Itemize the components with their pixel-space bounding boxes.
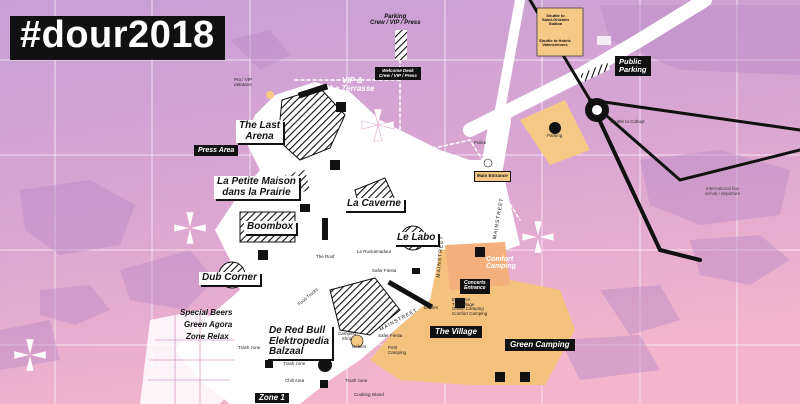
euro-icon [483, 158, 493, 168]
label-trash-zone: Trash zone [238, 345, 261, 350]
public-parking-strip [579, 62, 611, 82]
pro-vip-entrance: Pro / VIP entrance [234, 77, 253, 87]
label-cooking-island: Cooking Island [354, 392, 384, 397]
zone-welcome-desk[interactable]: Welcome Desk Crew / VIP / Press [375, 67, 421, 81]
zone-vip-terrasse[interactable]: VIP & La Terrasse [330, 76, 375, 94]
zone-press-area[interactable]: Press Area [194, 145, 239, 157]
label-lockers-2: lockers [352, 344, 367, 349]
concerts-entrance[interactable]: Concerts Entrance [460, 279, 490, 294]
shuttle-station[interactable]: Shuttle to Saint-Ghislain Station [542, 13, 569, 27]
shuttle-hotels[interactable]: Shuttle to Hotels Valenciennes [539, 38, 571, 48]
stage-boombox[interactable]: Boombox [244, 221, 297, 234]
police-label: Police [474, 140, 487, 145]
parking-label: Parking [547, 133, 563, 138]
label-chill-area: Chill Area [285, 378, 305, 383]
label-the-roof: The Roof [316, 254, 335, 259]
pro-vip-marker [266, 91, 274, 99]
zone-comfort-camping[interactable]: Comfort Camping [486, 256, 516, 271]
side-label-zone-relax: Zone Relax [186, 332, 229, 341]
zone-the-village[interactable]: The Village [430, 326, 482, 339]
stage-labo[interactable]: Le Labo [394, 232, 439, 245]
parking-strip [395, 30, 407, 60]
stage-petite-maison[interactable]: La Petite Maison dans la Prairie [214, 176, 299, 199]
label-safer-fiesta: Safer Fiesta [372, 268, 397, 273]
shuttle-box [536, 7, 584, 57]
bike-icon [597, 36, 611, 45]
stage-last-arena[interactable]: The Last Arena [236, 120, 284, 143]
warning-icon [318, 358, 332, 372]
entrance-list: Entrance The Village Green Camping Comfo… [452, 297, 488, 317]
windmill-icon [13, 108, 555, 372]
side-label-green-agora: Green Agora [184, 320, 233, 329]
red-bull-hatch [329, 277, 401, 336]
camping-shop-icon [350, 334, 364, 348]
accessibility-icon [549, 122, 561, 134]
stage-caverne[interactable]: La Caverne [344, 198, 404, 211]
zone-green-camping[interactable]: Green Camping [505, 339, 575, 352]
label-trash-zone-2: Trash zone [283, 361, 306, 366]
zone-parking-crew[interactable]: Parking Crew / VIP / Press [370, 14, 421, 27]
stage-dub-corner[interactable]: Dub Corner [199, 272, 260, 285]
comfort-camping-zone [445, 242, 510, 290]
stage-bars [297, 83, 434, 310]
zone-zone1[interactable]: Zone 1 [255, 393, 289, 404]
label-camping-shop: Camping Shop [338, 331, 357, 341]
shuttle-colruyt[interactable]: Shuttle to Colruyt [610, 119, 645, 124]
facility-icons [258, 102, 530, 388]
zone1-block [140, 310, 240, 404]
page-title: #dour2018 [10, 15, 225, 60]
label-trash-zone-3: Trash zone [345, 378, 368, 383]
zone-public-parking[interactable]: Public Parking [615, 56, 651, 76]
zone1-grid [148, 315, 235, 404]
label-safer-fiesta-2: Safer Fiesta [378, 333, 403, 338]
side-label-special-beers: Special Beers [180, 308, 233, 317]
label-lockers: lockers [424, 305, 439, 310]
stage-red-bull[interactable]: De Red Bull Elektropedia Balzaal [266, 325, 333, 359]
label-petit-camping: Petit Camping [388, 345, 407, 355]
main-entrance[interactable]: Main Entrance [474, 171, 511, 182]
label-rockamadour: Le Rockamadour [357, 249, 392, 254]
festival-site [175, 82, 520, 404]
field-shapes [0, 5, 800, 380]
intl-bus: International bus arrival / departure [705, 186, 741, 196]
